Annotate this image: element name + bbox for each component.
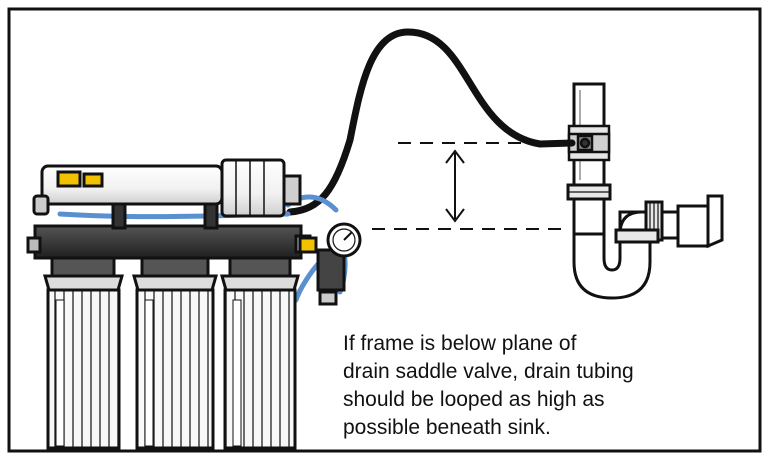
- installation-note: If frame is below plane of drain saddle …: [343, 330, 753, 442]
- installation-note-line-3: should be looped as high as: [343, 388, 605, 411]
- pressure-gauge-icon: [316, 222, 362, 306]
- installation-note-line-4: possible beneath sink.: [343, 416, 551, 439]
- double-headed-arrow-icon: [445, 149, 465, 223]
- filter-housing-1: [43, 250, 124, 450]
- drain-tubing: [286, 28, 576, 216]
- filter-housing-2: [132, 250, 218, 450]
- installation-note-line-1: If frame is below plane of: [343, 332, 577, 355]
- filter-housings: [43, 250, 300, 450]
- drain-saddle-valve-icon: [567, 124, 611, 162]
- filter-housing-3: [220, 250, 300, 450]
- drain-pipe-assembly: [566, 82, 724, 300]
- membrane-housing: [32, 158, 318, 254]
- installation-note-line-2: drain saddle valve, drain tubing: [343, 360, 634, 383]
